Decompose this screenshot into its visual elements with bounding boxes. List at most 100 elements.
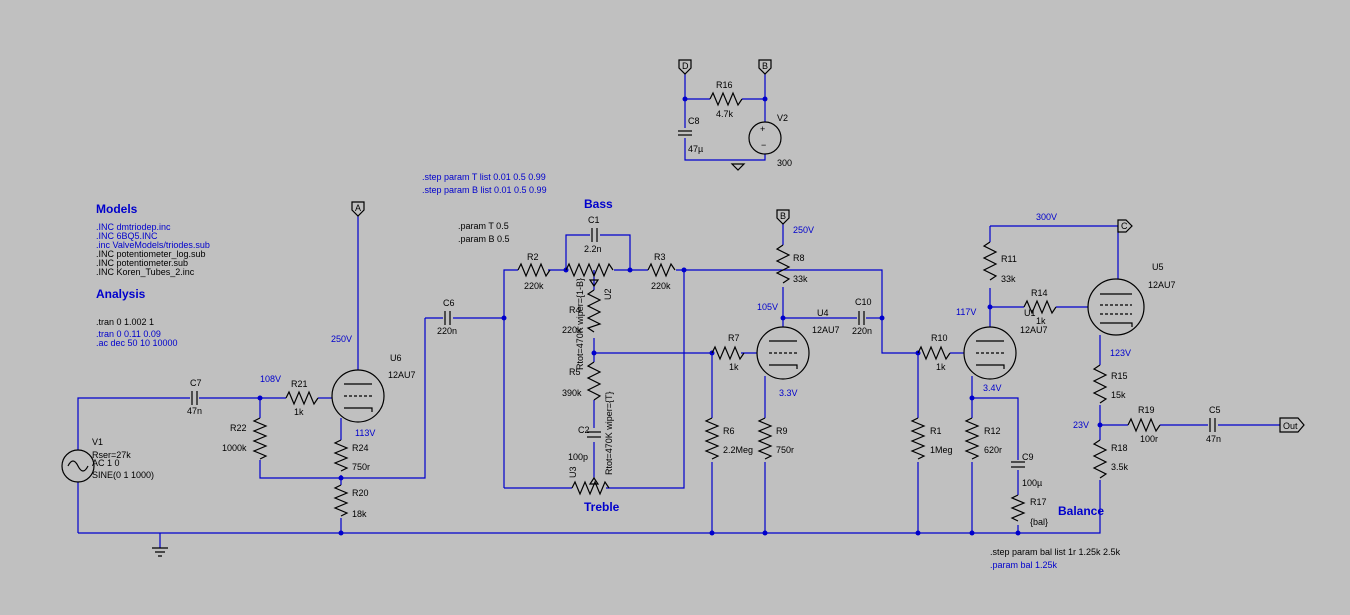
- port-d-icon: D: [678, 59, 692, 75]
- r9-value: 750r: [776, 445, 794, 455]
- svg-text:B: B: [762, 61, 768, 71]
- balance-step-directive: .step param bal list 1r 1.25k 2.5k: [990, 547, 1121, 557]
- r14-resistor[interactable]: R14 1k: [1023, 288, 1057, 326]
- u1-tube[interactable]: U1 12AU7: [963, 308, 1048, 380]
- r12-resistor[interactable]: R12 620r: [964, 417, 1002, 460]
- c7-value: 47n: [187, 406, 202, 416]
- r8-value: 33k: [793, 274, 808, 284]
- r4-value: 220k: [562, 325, 582, 335]
- node-voltages: 108V 250V 113V 250V 105V 3.3V 300V 117V …: [260, 212, 1131, 438]
- r19-value: 100r: [1140, 434, 1158, 444]
- c10-value: 220n: [852, 326, 872, 336]
- r7-label: R7: [728, 333, 740, 343]
- model-line: .inc ValveModels/triodes.sub: [96, 240, 210, 250]
- u6-tube[interactable]: U6 12AU7: [331, 353, 416, 423]
- r18-label: R18: [1111, 443, 1128, 453]
- c2-label: C2: [578, 425, 590, 435]
- ground-icon: [730, 163, 746, 171]
- r18-resistor[interactable]: R18 3.5k: [1092, 439, 1129, 479]
- r1-value: 1Meg: [930, 445, 953, 455]
- r2-resistor[interactable]: R2 220k: [517, 252, 551, 291]
- r14-label: R14: [1031, 288, 1048, 298]
- model-line: .INC 6BQ5.INC: [96, 231, 158, 241]
- r22-value: 1000k: [222, 443, 247, 453]
- port-c-icon: C: [1117, 219, 1133, 233]
- r6-resistor[interactable]: R6 2.2Meg: [704, 417, 753, 460]
- r7-resistor[interactable]: R7 1k: [711, 333, 745, 372]
- u6-value: 12AU7: [388, 370, 416, 380]
- r16-resistor: [709, 91, 743, 107]
- r11-label: R11: [1001, 254, 1017, 264]
- r24-label: R24: [352, 443, 369, 453]
- r16-label: R16: [716, 80, 733, 90]
- c9-value: 100µ: [1022, 478, 1042, 488]
- c1-value: 2.2n: [584, 244, 602, 254]
- r12-value: 620r: [984, 445, 1002, 455]
- r21-value: 1k: [294, 407, 304, 417]
- bass-heading: Bass: [584, 197, 613, 211]
- r10-value: 1k: [936, 362, 946, 372]
- r17-resistor[interactable]: R17 {bal}: [1010, 494, 1048, 527]
- r11-value: 33k: [1001, 274, 1016, 284]
- r10-resistor[interactable]: R10 1k: [917, 333, 951, 372]
- out-port-icon[interactable]: Out: [1279, 417, 1305, 433]
- c8-value: 47µ: [688, 144, 703, 154]
- r3-resistor[interactable]: R3 220k: [647, 252, 676, 291]
- step-directive: .step param T list 0.01 0.5 0.99: [422, 172, 546, 182]
- r5-resistor[interactable]: R5 390k: [562, 361, 602, 401]
- analysis-line: .tran 0 0.11 0.09: [96, 329, 161, 339]
- c7-capacitor[interactable]: C7 47n: [187, 378, 202, 416]
- c5-capacitor[interactable]: C5 47n: [1206, 405, 1221, 444]
- u5-label: U5: [1152, 262, 1164, 272]
- r20-resistor[interactable]: R20 18k: [333, 484, 369, 519]
- u5-tube[interactable]: U5 12AU7: [1087, 262, 1176, 336]
- v1-wave: SINE(0 1 1000): [92, 470, 154, 480]
- treble-heading: Treble: [584, 500, 620, 514]
- c10-capacitor[interactable]: C10 220n: [852, 297, 872, 336]
- port-a-icon: A: [351, 201, 365, 217]
- r24-resistor[interactable]: R24 750r: [333, 439, 370, 472]
- v2-value: 300: [777, 158, 792, 168]
- r19-resistor[interactable]: R19 100r: [1127, 405, 1161, 444]
- u3-potentiometer[interactable]: U3 Rtot=470K wiper={T}: [568, 391, 614, 496]
- r11-resistor[interactable]: R11 33k: [982, 241, 1017, 284]
- u2-potentiometer[interactable]: U2 Rtot=470K wiper={1-B}: [565, 262, 614, 370]
- r15-resistor[interactable]: R15 15k: [1092, 364, 1128, 404]
- r21-resistor[interactable]: R21 1k: [285, 379, 319, 417]
- u3-label: U3: [568, 466, 578, 478]
- v1-source[interactable]: V1 Rser=27k AC 1 0 SINE(0 1 1000): [61, 437, 154, 483]
- u3-value: Rtot=470K wiper={T}: [604, 391, 614, 475]
- node-voltage: 108V: [260, 374, 281, 384]
- r6-label: R6: [723, 426, 735, 436]
- node-voltage: 3.3V: [779, 388, 798, 398]
- balance-param-directive: .param bal 1.25k: [990, 560, 1058, 570]
- r1-resistor[interactable]: R1 1Meg: [910, 417, 953, 460]
- r9-label: R9: [776, 426, 788, 436]
- node-voltage: 117V: [956, 307, 976, 317]
- ground-icon: [152, 547, 168, 557]
- c2-capacitor[interactable]: C2 100p: [568, 425, 601, 462]
- r2-value: 220k: [524, 281, 544, 291]
- r22-resistor[interactable]: R22 1000k: [222, 417, 268, 460]
- r9-resistor[interactable]: R9 750r: [757, 417, 794, 460]
- models-heading: Models: [96, 202, 138, 216]
- node-voltage: 300V: [1036, 212, 1057, 222]
- r4-resistor[interactable]: R4 220k: [562, 289, 602, 335]
- node-voltage: 113V: [355, 428, 375, 438]
- u4-value: 12AU7: [812, 325, 840, 335]
- c1-label: C1: [588, 215, 600, 225]
- c6-capacitor[interactable]: C6 220n: [437, 298, 457, 336]
- u4-tube[interactable]: U4 12AU7: [756, 308, 840, 380]
- power-supply: +− D B R16 4.7k C8 47µ V2 300: [678, 59, 792, 171]
- r8-resistor[interactable]: R8 33k: [775, 244, 808, 284]
- c1-capacitor[interactable]: C1 2.2n: [584, 215, 602, 254]
- analysis-line: .tran 0 1.002 1: [96, 317, 154, 327]
- c9-capacitor[interactable]: C9 100µ: [1011, 452, 1042, 488]
- v1-label: V1: [92, 437, 103, 447]
- model-line: .INC Koren_Tubes_2.inc: [96, 267, 195, 277]
- r12-label: R12: [984, 426, 1001, 436]
- c6-label: C6: [443, 298, 455, 308]
- r19-label: R19: [1138, 405, 1155, 415]
- u1-label: U1: [1024, 308, 1036, 318]
